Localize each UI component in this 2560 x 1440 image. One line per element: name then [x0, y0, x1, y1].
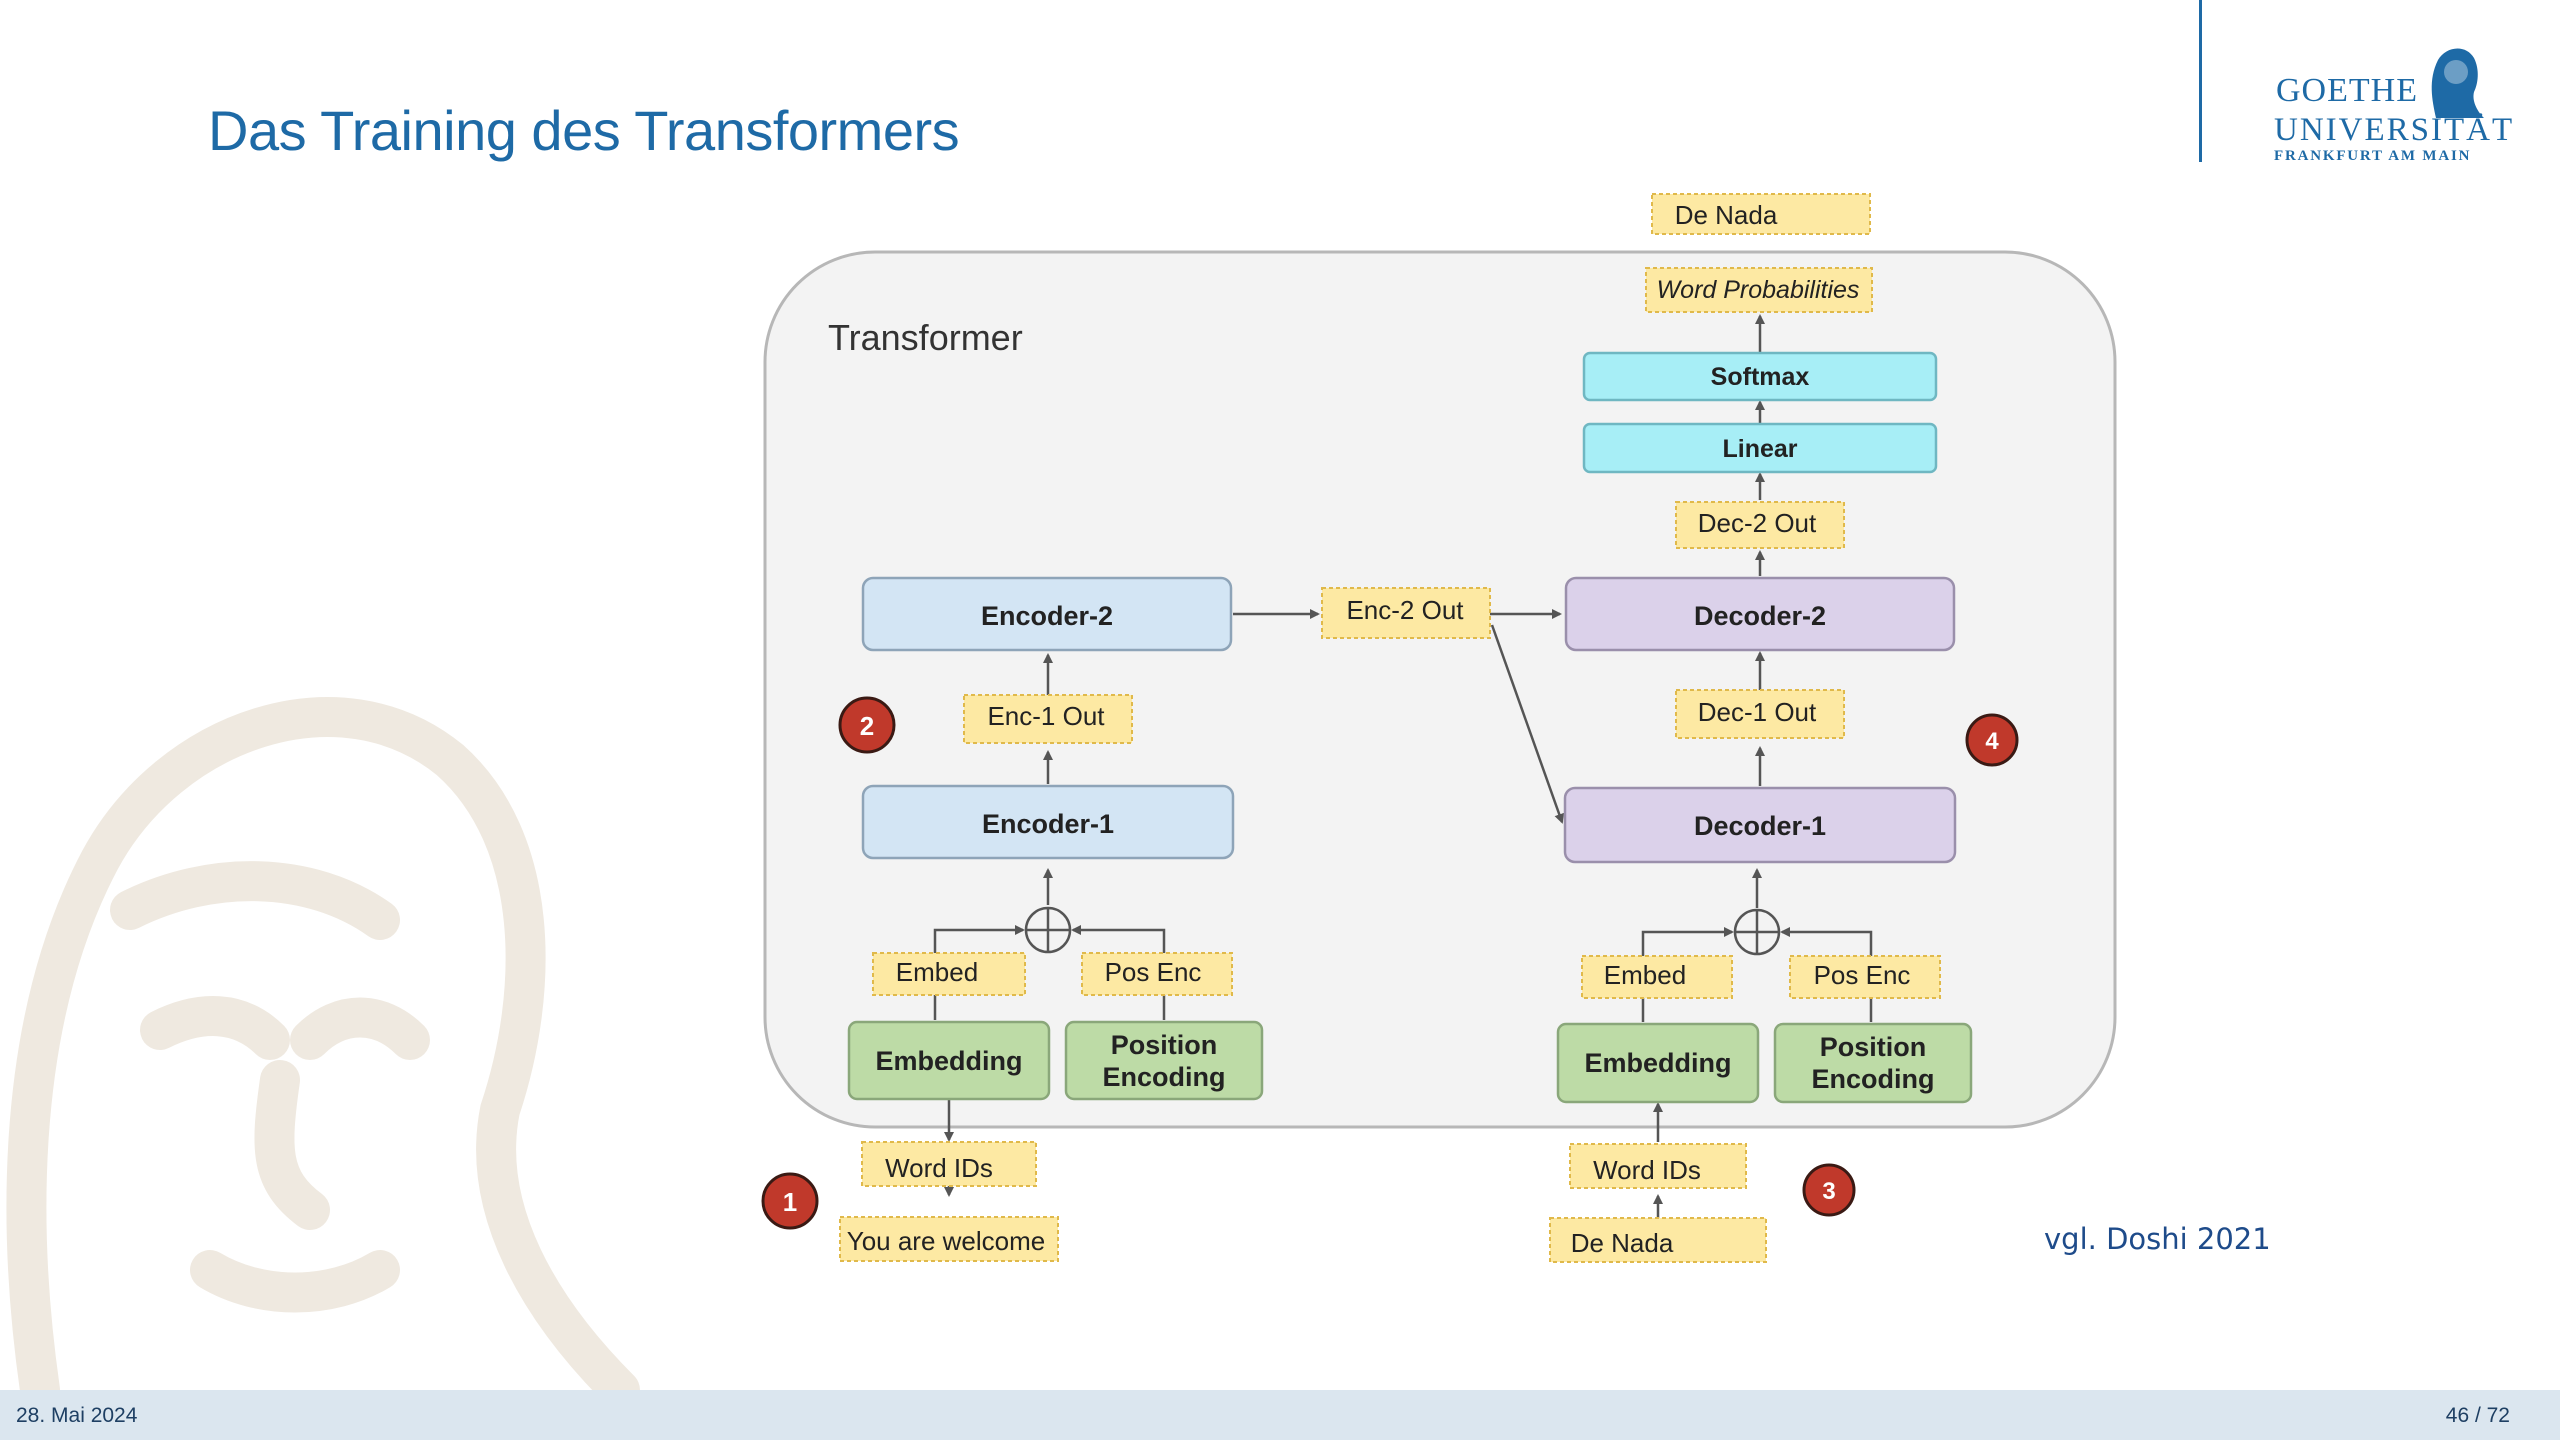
svg-text:1: 1	[783, 1187, 797, 1217]
word-probabilities-text: Word Probabilities	[1657, 276, 1860, 304]
dec-2-out-text: Dec-2 Out	[1698, 508, 1817, 538]
decoder-word-ids-note	[1569, 1143, 1747, 1189]
decoder-position-encoding-label-2: Encoding	[1812, 1064, 1935, 1094]
encoder-position-encoding-label-1: Position	[1111, 1030, 1218, 1060]
encoder-2-label: Encoder-2	[981, 601, 1113, 631]
encoder-add-icon	[1024, 906, 1072, 954]
softmax-box	[1582, 351, 1938, 402]
decoder-position-encoding-label-1: Position	[1820, 1032, 1927, 1062]
encoder-embedding-label: Embedding	[876, 1046, 1023, 1076]
portrait-watermark	[6, 697, 640, 1400]
header-divider	[2199, 0, 2202, 162]
encoder-input-note	[839, 1216, 1059, 1262]
dec-2-out-note	[1675, 501, 1845, 549]
encoder-2-box	[861, 576, 1233, 652]
logo-line-2: UNIVERSITÄT	[2274, 112, 2515, 148]
decoder-2-box	[1564, 576, 1956, 652]
output-note	[1651, 193, 1871, 235]
footer-bar: 28. Mai 2024 46 / 72	[0, 1390, 2560, 1440]
linear-label: Linear	[1722, 435, 1797, 463]
encoder-input-text: You are welcome	[847, 1226, 1046, 1256]
decoder-embedding-label: Embedding	[1585, 1048, 1732, 1078]
university-logo: GOETHE UNIVERSITÄT FRANKFURT AM MAIN	[2268, 40, 2512, 170]
decoder-embed-text: Embed	[1604, 960, 1686, 990]
step-marker-4: 4	[1965, 713, 2019, 767]
transformer-frame-label: Transformer	[828, 317, 1023, 358]
dec-1-out-text: Dec-1 Out	[1698, 697, 1817, 727]
slide-title: Das Training des Transformers	[208, 99, 960, 162]
step-marker-3: 3	[1802, 1163, 1856, 1217]
transformer-diagram: Transformer Encoder-2 Encoder-1	[761, 193, 2117, 1263]
page-number: 46 / 72	[2445, 1404, 2510, 1427]
enc-2-out-text: Enc-2 Out	[1346, 595, 1464, 625]
goethe-portrait-icon	[2431, 48, 2484, 118]
logo-line-1: GOETHE	[2276, 72, 2418, 109]
decoder-embed-note	[1581, 955, 1733, 999]
svg-text:2: 2	[860, 711, 874, 741]
encoder-1-box	[861, 784, 1235, 860]
encoder-embedding-box	[847, 1020, 1051, 1101]
word-probabilities-note	[1645, 267, 1873, 313]
decoder-2-label: Decoder-2	[1694, 601, 1826, 631]
decoder-input-text: De Nada	[1571, 1228, 1674, 1258]
softmax-label: Softmax	[1711, 363, 1810, 391]
enc-2-out-note	[1321, 587, 1491, 639]
encoder-position-encoding-box	[1064, 1020, 1264, 1101]
svg-text:4: 4	[1985, 728, 1999, 755]
encoder-pos-enc-note	[1081, 952, 1233, 996]
decoder-input-note	[1549, 1217, 1767, 1263]
decoder-word-ids-text: Word IDs	[1593, 1155, 1701, 1185]
citation: vgl. Doshi 2021	[2044, 1222, 2271, 1256]
encoder-pos-enc-text: Pos Enc	[1105, 957, 1202, 987]
enc-1-out-text: Enc-1 Out	[987, 701, 1105, 731]
encoder-word-ids-note	[861, 1141, 1037, 1187]
output-text: De Nada	[1675, 200, 1778, 230]
step-marker-1: 1	[761, 1172, 819, 1230]
decoder-add-icon	[1733, 908, 1781, 956]
encoder-1-label: Encoder-1	[982, 809, 1114, 839]
linear-box	[1582, 422, 1938, 474]
decoder-1-box	[1563, 786, 1957, 864]
step-marker-2: 2	[838, 696, 896, 754]
dec-1-out-note	[1675, 689, 1845, 739]
decoder-1-label: Decoder-1	[1694, 811, 1826, 841]
decoder-pos-enc-note	[1789, 955, 1941, 999]
encoder-word-ids-text: Word IDs	[885, 1153, 993, 1183]
decoder-embedding-box	[1556, 1022, 1760, 1104]
footer-date: 28. Mai 2024	[16, 1404, 138, 1427]
encoder-position-encoding-label-2: Encoding	[1103, 1062, 1226, 1092]
encoder-embed-text: Embed	[896, 957, 978, 987]
enc-1-out-note	[963, 694, 1133, 744]
decoder-pos-enc-text: Pos Enc	[1814, 960, 1911, 990]
logo-line-3: FRANKFURT AM MAIN	[2274, 148, 2472, 164]
encoder-embed-note	[872, 952, 1026, 996]
svg-text:3: 3	[1822, 1178, 1835, 1205]
decoder-position-encoding-box	[1773, 1022, 1973, 1104]
